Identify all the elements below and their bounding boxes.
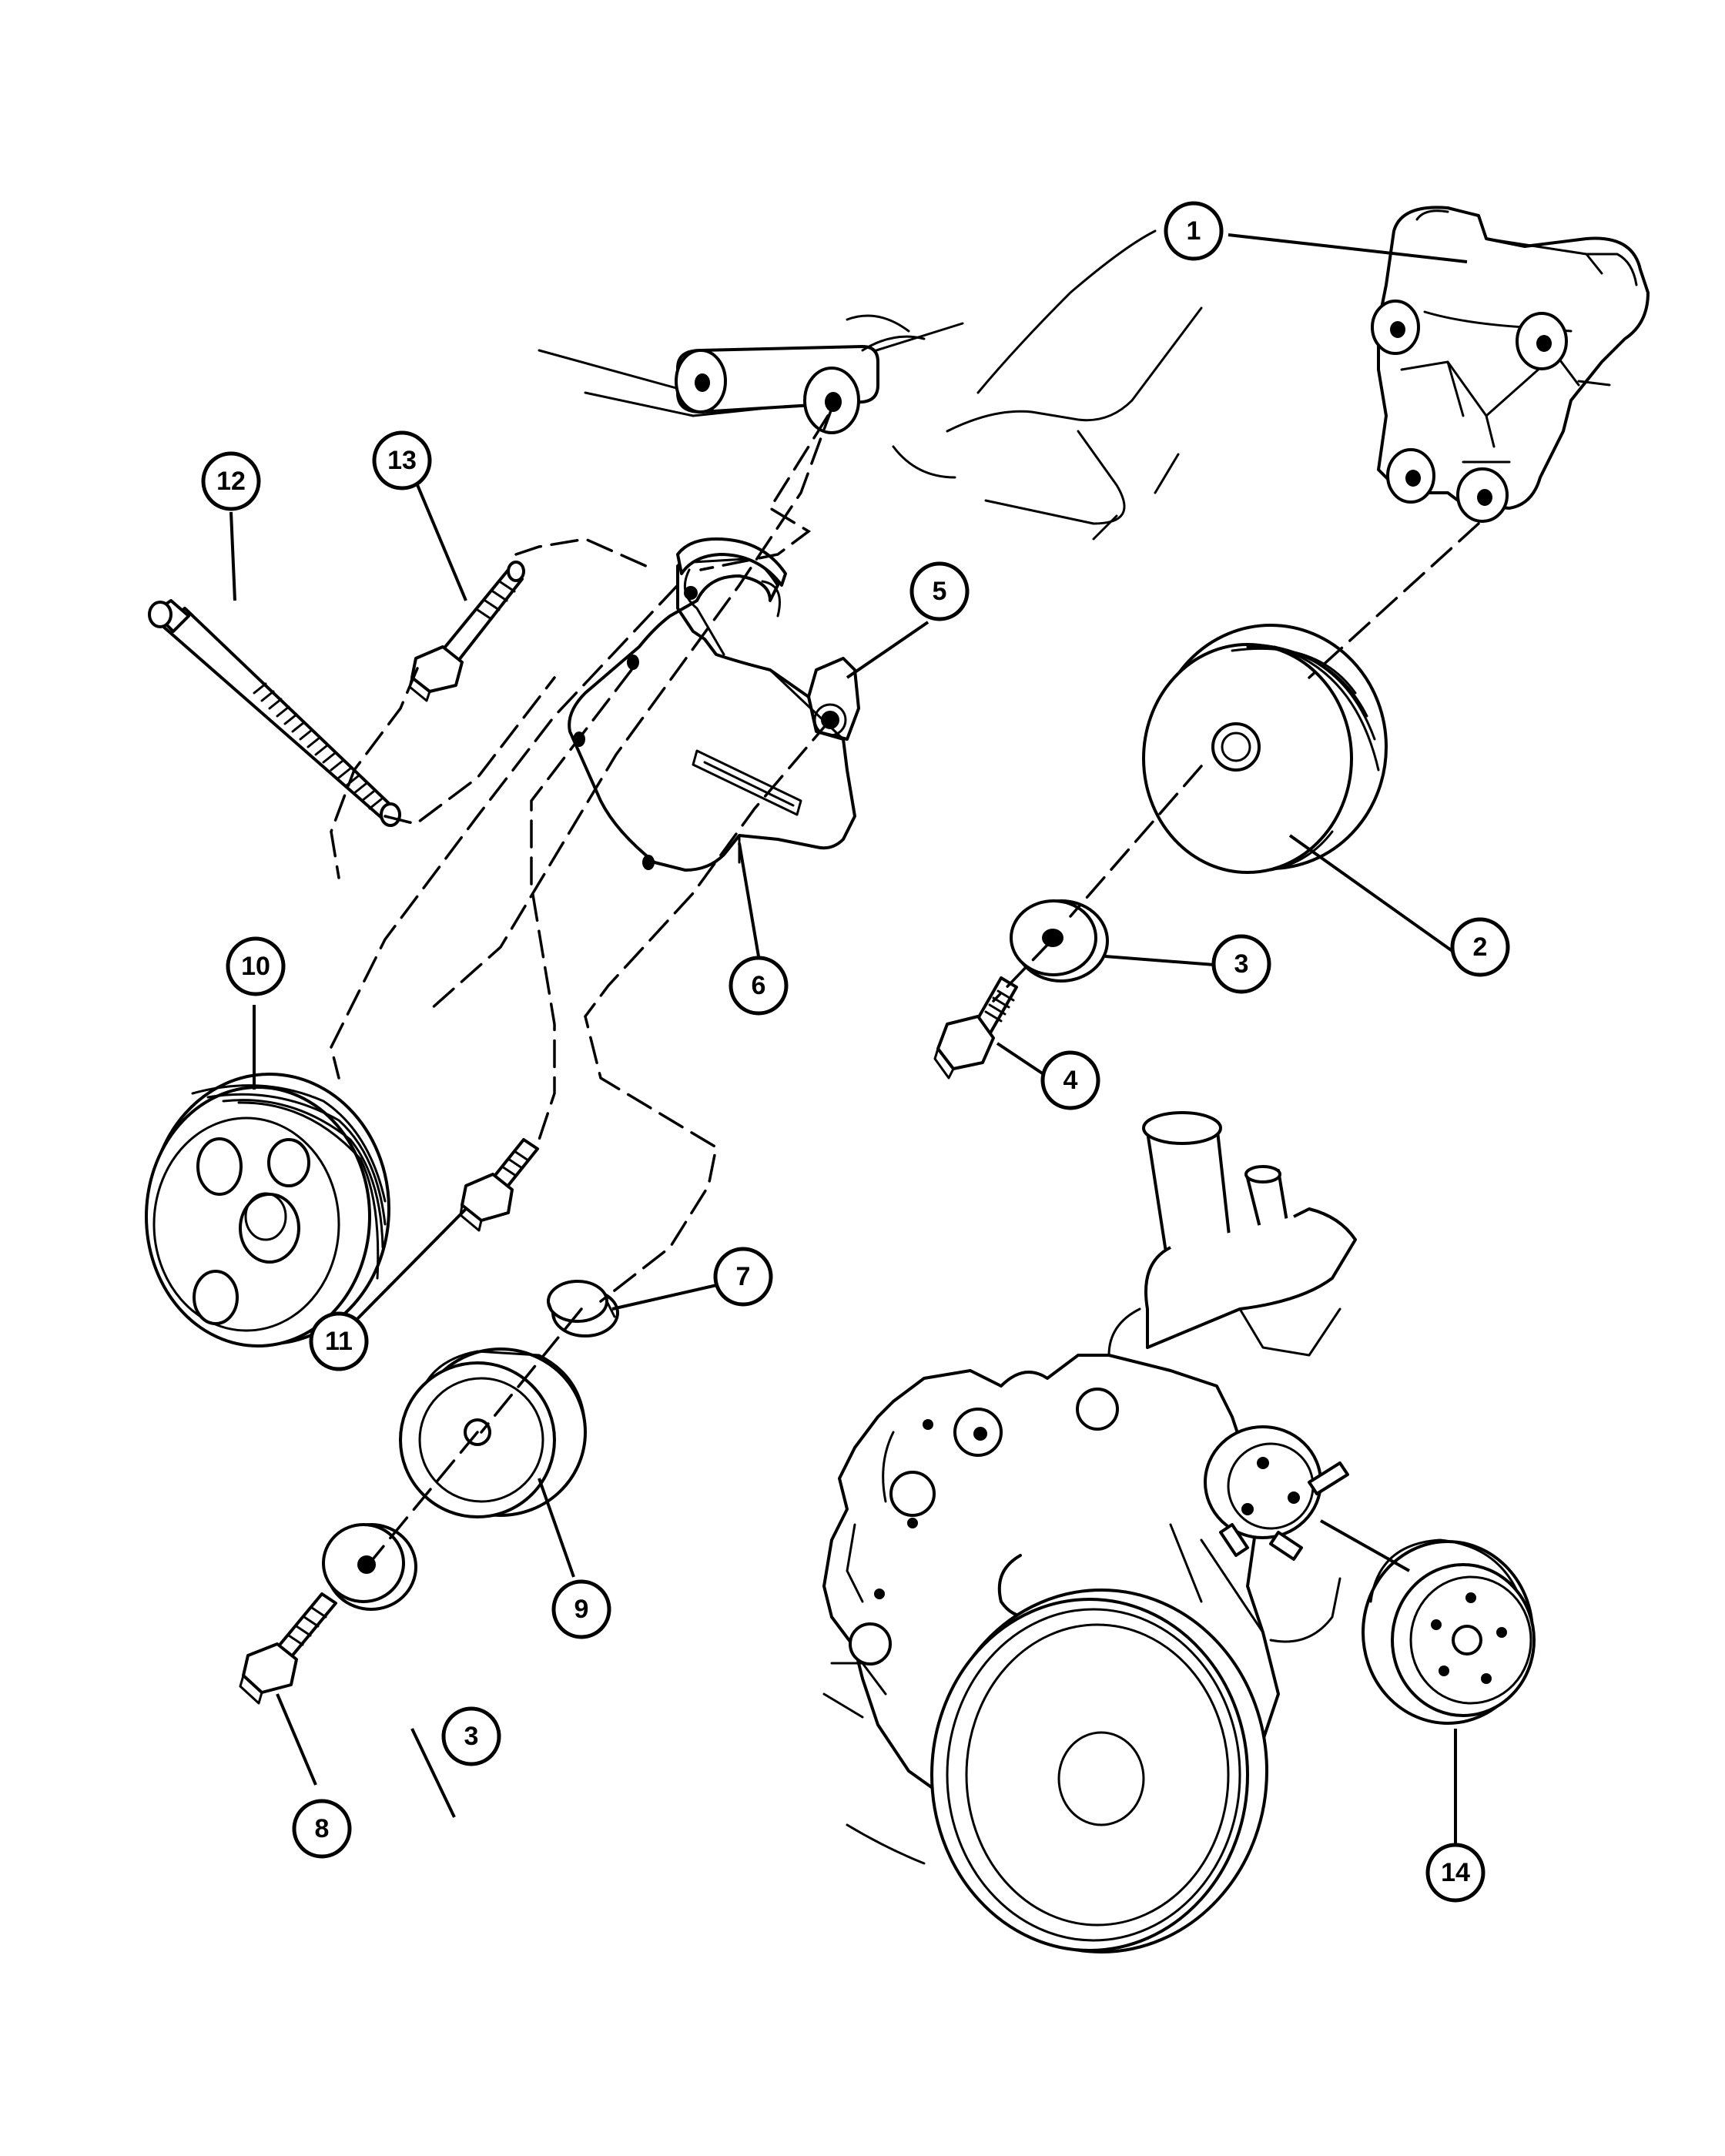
long-bolt-part-12 <box>148 599 401 827</box>
callout-12-label: 12 <box>216 467 246 496</box>
callout-6-label: 6 <box>752 971 766 1000</box>
mounting-bracket-part-1 <box>1371 206 1650 523</box>
assembly-lines <box>330 403 1480 1565</box>
callout-5: 5 <box>909 561 970 621</box>
callout-4-label: 4 <box>1063 1066 1078 1095</box>
washer-part-3-left <box>322 1523 417 1611</box>
washer-part-3-right <box>1010 899 1109 983</box>
callout-9: 9 <box>551 1579 611 1639</box>
callout-4: 4 <box>1040 1050 1100 1110</box>
callout-10: 10 <box>226 936 286 996</box>
callout-14: 14 <box>1425 1843 1486 1903</box>
callout-10-label: 10 <box>241 952 270 981</box>
callout-13: 13 <box>372 430 432 490</box>
callout-6: 6 <box>729 956 789 1016</box>
engine-front-cover <box>822 1111 1357 1953</box>
callout-7-label: 7 <box>736 1262 751 1291</box>
callout-12: 12 <box>201 451 261 511</box>
callout-11: 11 <box>309 1311 369 1371</box>
callout-2: 2 <box>1450 917 1510 977</box>
block-mount-bracket <box>675 335 926 434</box>
spacer-part-7 <box>547 1280 619 1337</box>
water-pump-pulley-part-14 <box>1362 1538 1536 1725</box>
callout-7: 7 <box>713 1247 773 1307</box>
callout-2-label: 2 <box>1473 932 1488 962</box>
callout-3-right-label: 3 <box>1234 949 1249 979</box>
bolt-part-8 <box>239 1592 337 1705</box>
bolt-part-4 <box>933 976 1018 1080</box>
callout-3-left: 3 <box>441 1706 501 1766</box>
callout-13-label: 13 <box>387 446 417 475</box>
callout-3-right: 3 <box>1211 934 1271 994</box>
leader-lines <box>229 233 1468 1844</box>
callout-8-label: 8 <box>315 1814 330 1843</box>
callout-9-label: 9 <box>574 1595 589 1624</box>
bolt-part-13 <box>408 561 525 702</box>
callout-14-label: 14 <box>1441 1858 1470 1887</box>
callout-1: 1 <box>1164 201 1224 261</box>
idler-pulley-part-2 <box>1142 624 1388 874</box>
callout-3-left-label: 3 <box>464 1722 479 1751</box>
callout-5-label: 5 <box>933 577 947 606</box>
main-bracket-part-6 <box>568 537 856 872</box>
bolt-part-11 <box>459 1138 539 1232</box>
callout-1-label: 1 <box>1187 216 1201 246</box>
callout-11-label: 11 <box>325 1327 353 1356</box>
pulley-part-10 <box>145 1073 390 1348</box>
callout-8: 8 <box>292 1799 352 1859</box>
